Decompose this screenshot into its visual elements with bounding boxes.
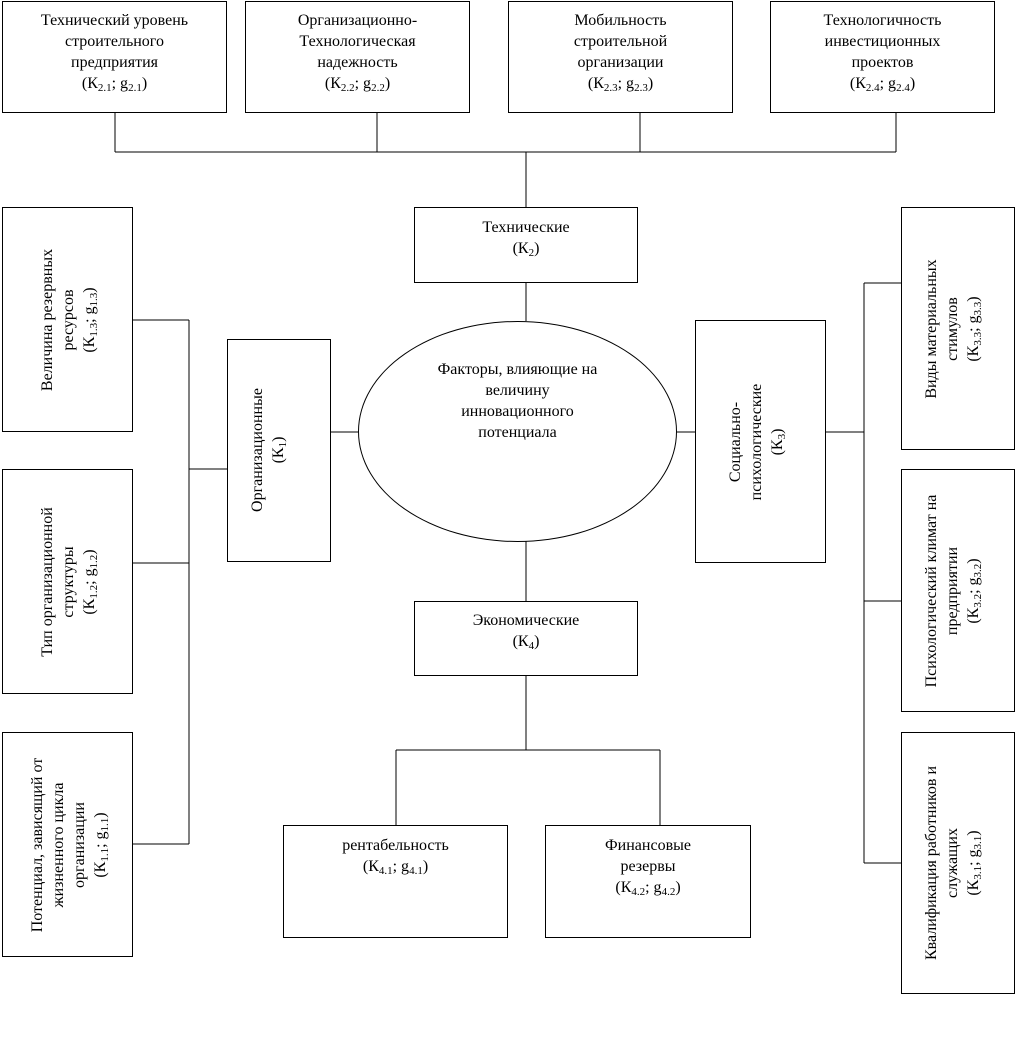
- technical-factor-text: Технические (К2): [482, 219, 570, 259]
- technical-subfactor-box-1: [2, 1, 227, 113]
- center-ellipse: [358, 321, 677, 542]
- socio-subfactor-box-3: [901, 207, 1015, 450]
- socio-psych-factor-text: Социально-психологические (К3): [727, 383, 788, 501]
- organizational-factor-box: [227, 339, 331, 562]
- economic-subfactor-box-1: [283, 825, 508, 938]
- technical-subfactor-box-4: [770, 1, 995, 113]
- economic-subfactor-1-text: рентабельность (К4.1; g4.1): [342, 837, 449, 877]
- economic-factor-box: [414, 601, 638, 676]
- organizational-factor-text: Организационные (К1): [249, 388, 289, 512]
- economic-subfactor-box-2: [545, 825, 751, 938]
- organizational-subfactor-box-2: [2, 469, 133, 694]
- technical-factor-box: [414, 207, 638, 283]
- socio-subfactor-box-1: [901, 732, 1015, 994]
- technical-subfactor-box-3: [508, 1, 733, 113]
- organizational-subfactor-box-3: [2, 207, 133, 432]
- economic-factor-text: Экономические (К4): [472, 612, 580, 652]
- socio-subfactor-box-2: [901, 469, 1015, 712]
- organizational-subfactor-box-1: [2, 732, 133, 957]
- socio-psych-factor-box: [695, 320, 826, 563]
- technical-subfactor-box-2: [245, 1, 470, 113]
